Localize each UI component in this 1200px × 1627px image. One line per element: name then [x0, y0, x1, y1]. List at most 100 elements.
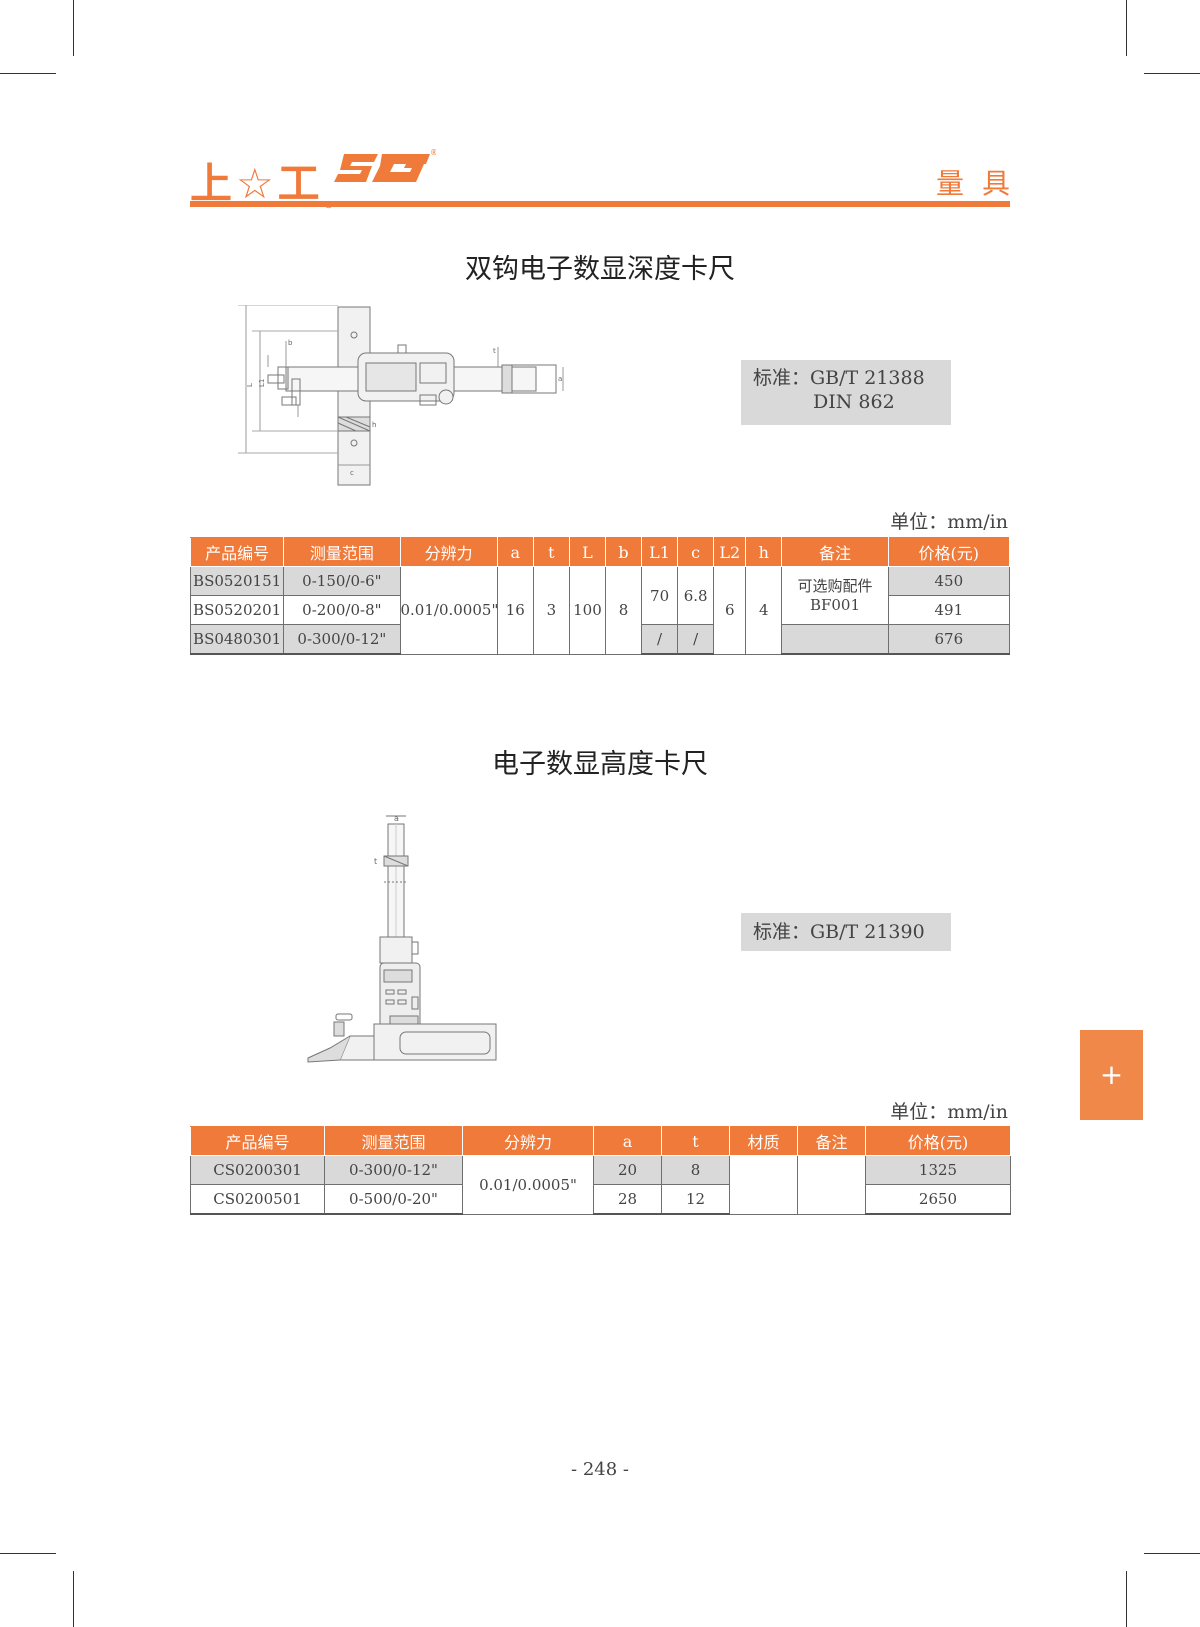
side-tab-plus[interactable]: + [1080, 1030, 1143, 1120]
price: 676 [887, 624, 1011, 655]
crop-mark [73, 1571, 74, 1627]
unit-label-2: 单位：mm/in [890, 1101, 1008, 1123]
svg-text:h: h [372, 421, 376, 429]
remark-line: BF001 [809, 595, 861, 614]
svg-text:a: a [394, 814, 399, 823]
price: 491 [887, 595, 1011, 625]
col-header: 分辨力 [399, 537, 498, 567]
measure-range: 0-150/0-6" [283, 566, 401, 596]
col-header: c [677, 537, 715, 567]
col-header: 测量范围 [283, 537, 401, 567]
dim-l: 100 [568, 566, 606, 655]
col-header: 价格(元) [887, 537, 1011, 567]
resolution: 0.01/0.0005" [399, 566, 498, 655]
col-header: t [661, 1126, 730, 1156]
dim-c: 6.8 [677, 566, 715, 625]
dim-c: / [677, 624, 715, 655]
crop-mark [1126, 1571, 1127, 1627]
col-header: a [496, 537, 534, 567]
standard-text: 标准：GB/T 21388 [753, 367, 925, 389]
remark-line: 可选购配件 [797, 576, 873, 595]
price: 1325 [865, 1155, 1011, 1185]
remark-empty [797, 1155, 866, 1215]
product-code: CS0200501 [190, 1184, 325, 1215]
col-header: L [568, 537, 606, 567]
dim-l1: / [641, 624, 679, 655]
depth-caliper-drawing: L L1 h c a b t [238, 305, 564, 486]
standard-box-2: 标准：GB/T 21390 [741, 913, 951, 951]
table-row: BS0520201 0-200/0-8" 491 [189, 595, 1011, 625]
dim-l2: 6 [713, 566, 747, 655]
table-row: BS0520151 0-150/0-6" 0.01/0.0005" 16 3 1… [189, 566, 1011, 655]
unit-label-1: 单位：mm/in [890, 511, 1008, 533]
col-header: 产品编号 [189, 537, 285, 567]
col-header: t [532, 537, 570, 567]
section2-title: 电子数显高度卡尺 [492, 749, 708, 780]
table-row: BS0480301 0-300/0-12" / / 676 [189, 624, 1011, 655]
dim-t: 8 [661, 1155, 730, 1185]
remark: 可选购配件 BF001 [781, 566, 889, 625]
spec-table-depth: 产品编号 测量范围 分辨力 a t L b L1 c L2 h 备注 价格(元)… [189, 537, 1011, 655]
col-header: 测量范围 [324, 1126, 463, 1156]
product-code: CS0200301 [190, 1155, 325, 1185]
brand-logo-text: 上☆工 [190, 159, 324, 208]
col-header: 备注 [781, 537, 889, 567]
category-label: 量具 [935, 167, 1028, 200]
svg-text:b: b [288, 339, 293, 347]
remark-empty [781, 624, 889, 655]
crop-mark [1126, 0, 1127, 56]
dim-t: 3 [532, 566, 570, 655]
svg-text:t: t [493, 347, 496, 355]
measure-range: 0-500/0-20" [324, 1184, 463, 1215]
svg-text:L1: L1 [258, 379, 266, 387]
table-row: CS0200301 0-300/0-12" 0.01/0.0005" 20 8 … [190, 1155, 1011, 1215]
col-header: a [593, 1126, 662, 1156]
product-code: BS0480301 [189, 624, 285, 655]
dim-t: 12 [661, 1184, 730, 1215]
col-header: L1 [641, 537, 679, 567]
spec-table-height: 产品编号 测量范围 分辨力 a t 材质 备注 价格(元) CS0200301 … [190, 1126, 1011, 1215]
dim-h: 4 [745, 566, 783, 655]
measure-range: 0-300/0-12" [283, 624, 401, 655]
height-gauge-drawing: a t [307, 814, 497, 1063]
crop-mark [73, 0, 74, 56]
page-number: - 248 - [571, 1459, 629, 1480]
sg-logo: ® [334, 148, 436, 182]
crop-mark [1144, 73, 1200, 74]
dim-l1: 70 [641, 566, 679, 625]
table-row: CS0200501 0-500/0-20" 28 12 2650 [190, 1184, 1011, 1215]
svg-text:a: a [558, 375, 562, 383]
table-header-row: 产品编号 测量范围 分辨力 a t 材质 备注 价格(元) [190, 1126, 1011, 1156]
crop-mark [0, 73, 56, 74]
standard-text: 标准：GB/T 21390 [753, 921, 925, 943]
crop-mark [1144, 1553, 1200, 1554]
section1-title: 双钩电子数显深度卡尺 [465, 254, 735, 285]
col-header: 备注 [797, 1126, 866, 1156]
material-empty [729, 1155, 798, 1215]
col-header: 产品编号 [190, 1126, 325, 1156]
svg-text:®: ® [430, 148, 436, 157]
table-header-row: 产品编号 测量范围 分辨力 a t L b L1 c L2 h 备注 价格(元) [189, 537, 1011, 567]
svg-text:L: L [246, 383, 254, 387]
standard-text-2: DIN 862 [813, 391, 895, 413]
col-header: 分辨力 [462, 1126, 594, 1156]
header-rule [190, 201, 1010, 207]
crop-mark [0, 1553, 56, 1554]
dim-a: 16 [496, 566, 534, 655]
col-header: h [745, 537, 783, 567]
page-header: 上☆工® ® 量具 [190, 140, 1010, 211]
svg-text:c: c [350, 469, 354, 477]
svg-text:t: t [374, 857, 377, 866]
col-header: L2 [713, 537, 747, 567]
product-code: BS0520201 [189, 595, 285, 625]
product-code: BS0520151 [189, 566, 285, 596]
standard-box-1: 标准：GB/T 21388 DIN 862 [741, 360, 951, 425]
dim-a: 28 [593, 1184, 662, 1215]
col-header: b [604, 537, 643, 567]
col-header: 材质 [729, 1126, 798, 1156]
measure-range: 0-300/0-12" [324, 1155, 463, 1185]
price: 450 [887, 566, 1011, 596]
resolution: 0.01/0.0005" [462, 1155, 594, 1215]
col-header: 价格(元) [865, 1126, 1011, 1156]
dim-a: 20 [593, 1155, 662, 1185]
